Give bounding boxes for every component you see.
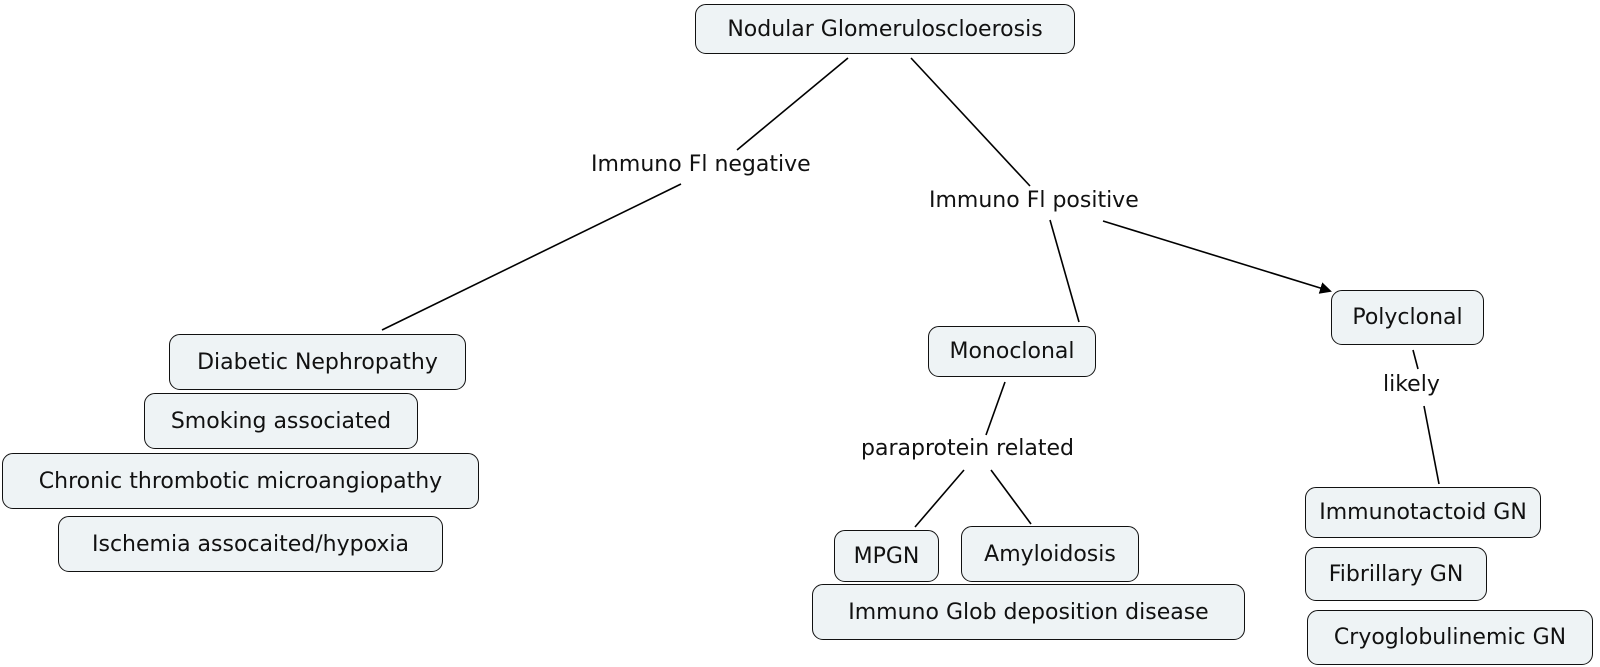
line-likely-to-immunotactoid: [1423, 405, 1440, 485]
line-monoclonal-to-paraprotein: [985, 381, 1006, 436]
link-label-immuno-fl-negative: Immuno Fl negative: [591, 152, 811, 178]
line-root-to-positive: [910, 57, 1031, 187]
line-negative-to-diabetic: [381, 183, 682, 331]
line-paraprotein-to-mpgn: [914, 469, 965, 528]
node-ischemia-hypoxia: Ischemia assocaited/hypoxia: [58, 516, 443, 572]
node-mpgn: MPGN: [834, 530, 939, 582]
link-label-likely: likely: [1383, 372, 1440, 398]
node-fibrillary-gn: Fibrillary GN: [1305, 547, 1487, 601]
line-positive-to-monoclonal: [1049, 219, 1080, 323]
link-label-immuno-fl-positive: Immuno Fl positive: [929, 188, 1139, 214]
node-nodular-glomerulosclerosis: Nodular Glomeruloscloerosis: [695, 4, 1075, 54]
node-polyclonal: Polyclonal: [1331, 290, 1484, 345]
line-polyclonal-to-likely: [1412, 349, 1419, 370]
node-immuno-glob-deposition-disease: Immuno Glob deposition disease: [812, 584, 1245, 640]
link-label-paraprotein-related: paraprotein related: [861, 436, 1074, 462]
node-monoclonal: Monoclonal: [928, 326, 1096, 377]
node-cryoglobulinemic-gn: Cryoglobulinemic GN: [1307, 610, 1593, 665]
line-paraprotein-to-amyloidosis: [990, 469, 1032, 525]
arrow-positive-to-polyclonal: [1102, 220, 1332, 294]
line-root-to-negative: [736, 57, 849, 151]
node-smoking-associated: Smoking associated: [144, 393, 418, 449]
node-immunotactoid-gn: Immunotactoid GN: [1305, 487, 1541, 538]
node-diabetic-nephropathy: Diabetic Nephropathy: [169, 334, 466, 390]
node-amyloidosis: Amyloidosis: [961, 526, 1139, 582]
node-chronic-thrombotic-microangiopathy: Chronic thrombotic microangiopathy: [2, 453, 479, 509]
